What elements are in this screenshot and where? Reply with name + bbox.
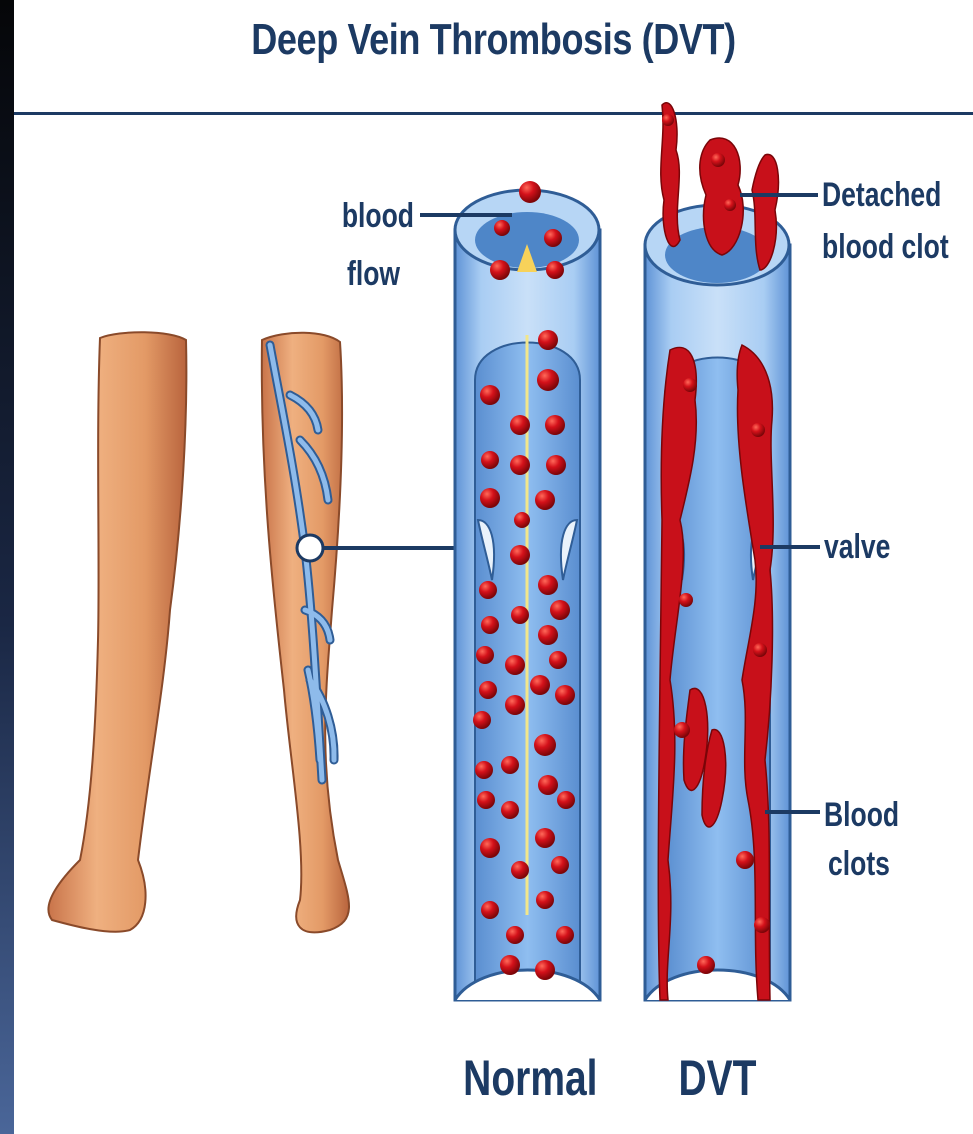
zoom-point-icon	[297, 535, 323, 561]
label-dvt: DVT	[673, 1050, 763, 1106]
leg-with-veins	[262, 333, 455, 933]
label-normal: Normal	[463, 1050, 592, 1106]
label-blood-clots-line2: clots	[828, 844, 922, 884]
dvt-vein	[645, 103, 790, 1000]
normal-vein	[455, 181, 600, 1000]
label-valve: valve	[824, 527, 918, 567]
label-blood-clots-line1: Blood	[824, 795, 918, 835]
label-detached-line1: Detached	[822, 175, 947, 215]
label-blood-flow-line2: flow	[347, 254, 425, 294]
label-blood-flow-line1: blood	[325, 196, 414, 236]
label-detached-line2: blood clot	[822, 227, 962, 267]
leg-plain	[48, 332, 186, 932]
